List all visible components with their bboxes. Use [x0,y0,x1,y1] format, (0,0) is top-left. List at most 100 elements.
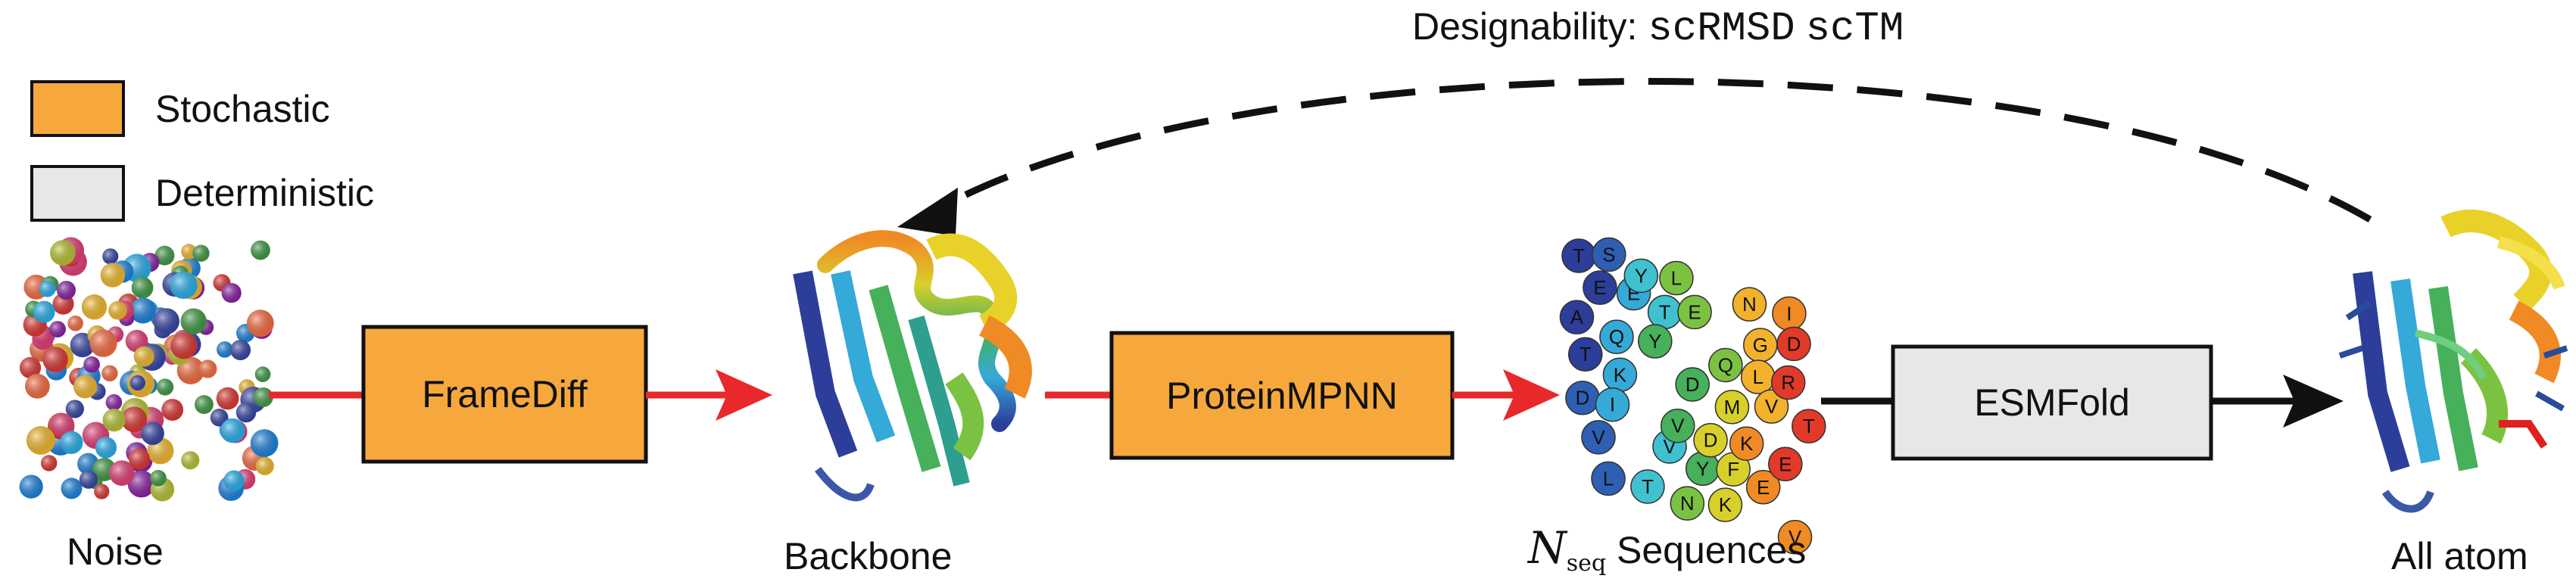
sequence-letter: L [1671,267,1682,290]
sequence-letter: E [1593,276,1606,299]
sequence-letter: L [1603,467,1614,490]
noise-sphere-shade [81,294,108,320]
sequence-letter: K [1719,493,1732,516]
arrow-esmfold-allatom-head [2283,375,2344,428]
noise-sphere-shade [154,245,175,266]
sequence-letter: I [1610,394,1615,416]
backbone-structure [793,230,1032,502]
metric-sctm: scTM [1805,6,1904,52]
sequence-sphere [1660,408,1695,443]
noise-sphere-shade [161,399,184,421]
sequence-sphere [1638,324,1673,359]
proteinmpnn-box [1109,331,1455,460]
sequence-sphere [1707,487,1743,522]
noise-sphere-shade [60,431,83,454]
sequence-sphere [1599,319,1634,354]
sequence-sphere [1708,347,1743,383]
sequence-sphere [1732,287,1767,322]
noise-sphere-shade [121,406,148,433]
designability-label: Designability: scRMSD scTM [1412,5,1904,52]
framediff-label: FrameDiff [422,373,588,415]
noise-sphere-shade [83,356,100,373]
noise-sphere-shade [19,474,43,499]
noise-sphere-shade [235,402,257,423]
proteinmpnn-label: ProteinMPNN [1166,374,1398,417]
noise-sphere-shade [223,470,245,491]
noise-sphere-shade [89,329,117,357]
sequence-sphere [1776,326,1811,362]
sequence-letter: Y [1648,330,1661,353]
legend-swatch-deterministic [30,165,125,222]
noise-sphere-shade [108,301,127,320]
noise-sphere-shade [105,394,123,411]
sequence-letter: Q [1609,325,1624,348]
noise-sphere-cloud [19,237,279,502]
sequence-letter: T [1580,343,1592,366]
noise-sphere-shade [129,375,145,390]
metric-scrmsd: scRMSD [1648,6,1795,52]
sequence-sphere [1559,300,1595,334]
stage-label-sequences: Nseq Sequences [1528,522,1806,577]
sequence-letter: E [1688,300,1701,323]
all-atom-structure [2338,210,2568,513]
sequence-letter: V [1671,415,1685,437]
noise-sphere-shade [198,359,217,378]
noise-sphere-shade [33,300,55,323]
noise-sphere-shade [61,478,83,499]
sequence-letter: E [1757,476,1770,499]
noise-sphere-shade [141,422,164,445]
sequence-letter: G [1753,334,1768,356]
nseq-subscript: seq [1566,550,1607,577]
noise-sphere-shade [217,341,233,358]
noise-sphere-shade [153,308,179,334]
noise-sphere-shade [255,456,274,475]
arrow-framediff-backbone-head [716,369,772,421]
sequence-letter: E [1779,453,1792,475]
noise-sphere-shade [216,387,239,410]
noise-sphere-shade [221,282,242,303]
sequence-letter: M [1724,396,1741,418]
noise-sphere-shade [26,426,55,455]
noise-sphere-shade [25,374,50,399]
esmfold-label: ESMFold [1974,381,2130,424]
noise-sphere-shade [170,271,198,300]
sequence-letter: R [1781,372,1795,394]
noise-sphere-shade [253,387,273,407]
noise-sphere-shade [131,276,154,299]
noise-sphere-shade [79,470,98,489]
noise-sphere-shade [170,332,198,359]
sequence-letter: N [1742,293,1757,316]
sequence-letter: T [1659,300,1671,323]
sequence-letter: L [1752,366,1763,388]
sequence-sphere [1591,461,1626,496]
noise-sphere-shade [40,455,58,471]
sequence-sphere [1714,390,1750,425]
noise-sphere-shade [192,244,210,262]
noise-sphere-shade [250,429,279,457]
noise-sphere-shade [51,413,75,437]
sequence-letter: V [1765,395,1779,418]
sequence-sphere [1693,422,1728,458]
framediff-box [361,325,648,464]
sequence-letter: T [1642,475,1654,498]
sequence-sphere [1659,260,1694,296]
noise-sphere-shade [181,451,200,470]
arrow-proteinmpnn-sequences-head [1503,369,1560,421]
sequence-sphere [1592,237,1626,272]
sequence-sphere [1792,409,1826,443]
sequence-sphere [1583,270,1617,305]
sequence-sphere [1623,258,1659,294]
sequence-letter: A [1570,306,1584,328]
noise-sphere-shade [57,281,76,300]
sequence-letter: V [1789,526,1802,549]
noise-sphere-shade [50,240,76,266]
sequence-sphere [1745,470,1781,505]
sequence-letter: Q [1718,353,1733,376]
noise-sphere-shade [181,244,197,260]
noise-sphere-shade [150,469,167,487]
noise-sphere-shade [95,437,117,459]
noise-sphere-shade [195,395,214,414]
noise-sphere-shade [220,418,245,443]
